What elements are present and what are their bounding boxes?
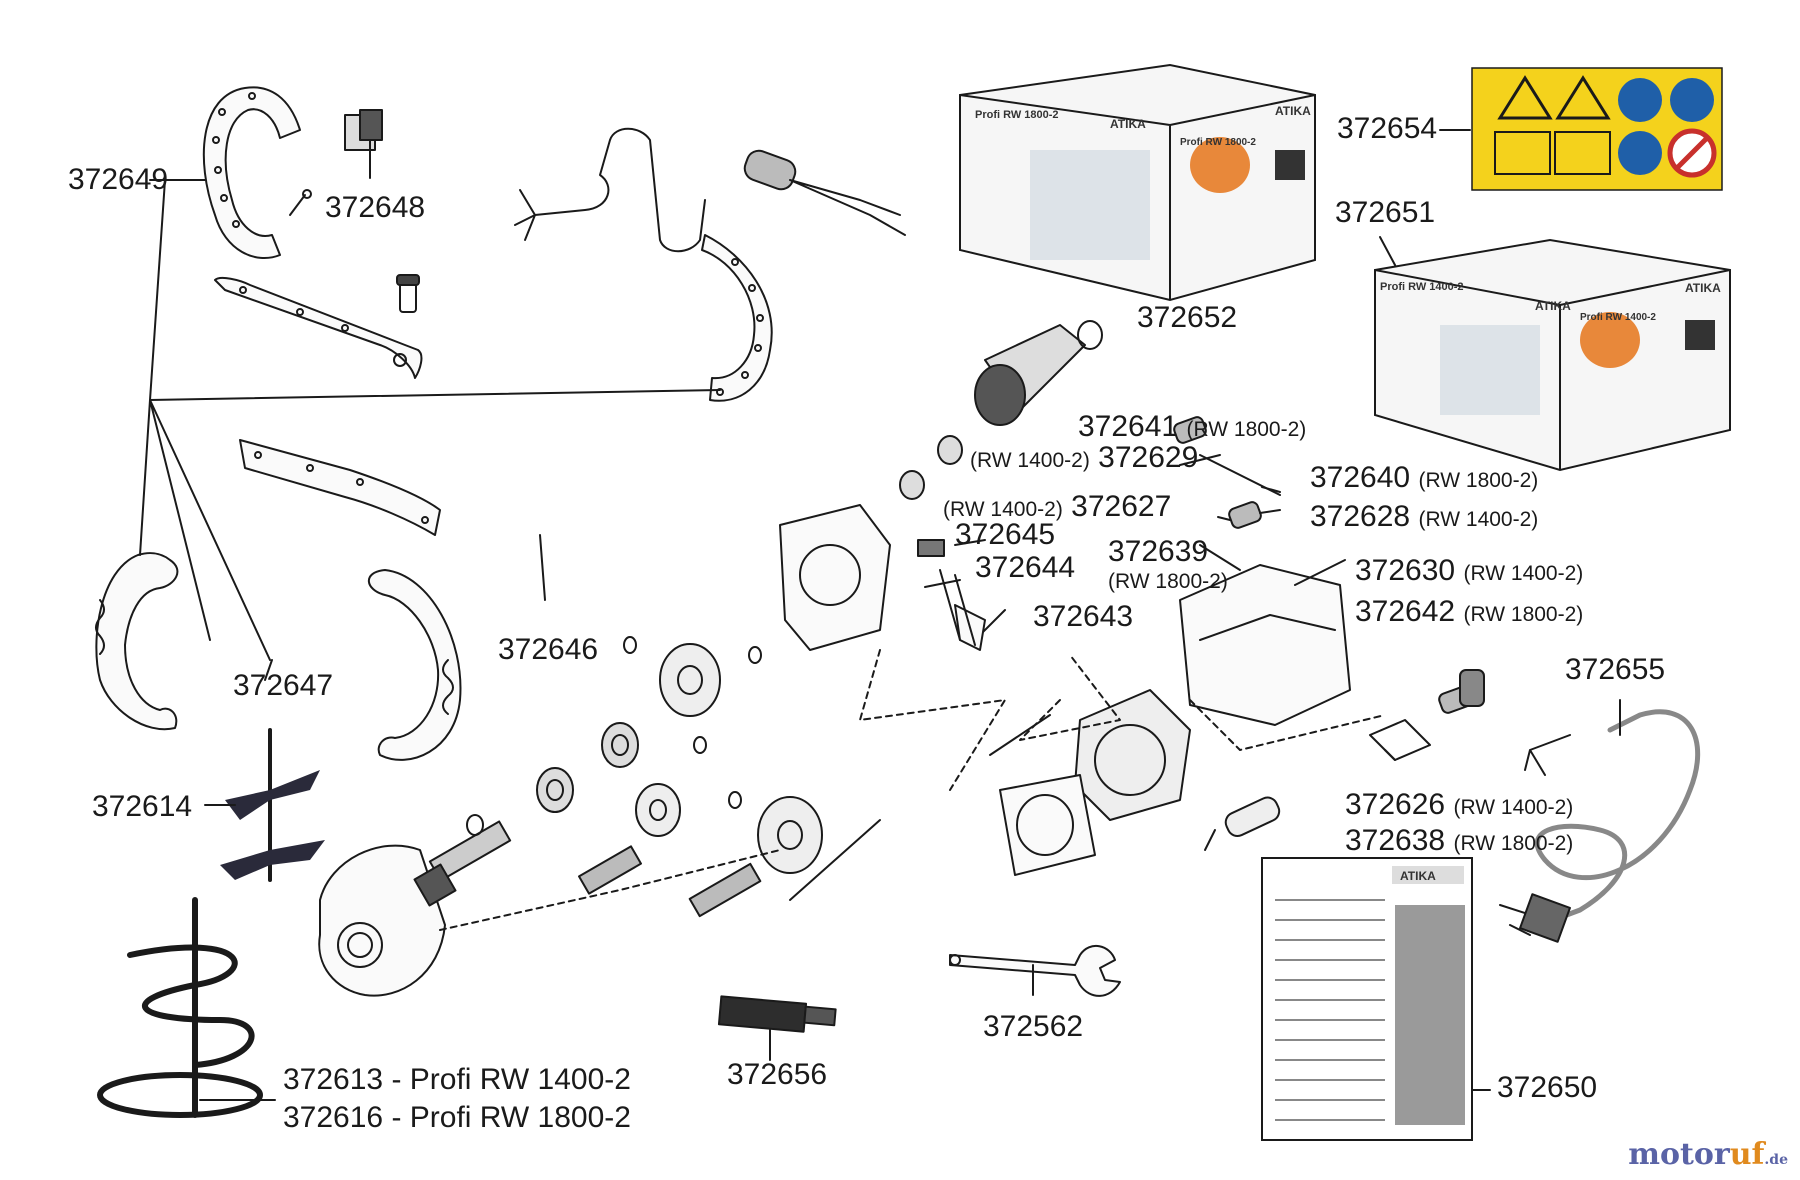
label-372642-variant: (RW 1800-2) (1463, 603, 1584, 626)
watermark-part-2: uf (1729, 1137, 1765, 1172)
watermark-part-1: motor (1628, 1137, 1730, 1172)
mixing-paddle (220, 728, 325, 882)
spanner-wrench (949, 945, 1121, 997)
label-372638-variant: (RW 1800-2) (1453, 832, 1574, 855)
label-372629: (RW 1400-2) 372629 (970, 443, 1198, 473)
gear-housing-cover (318, 844, 446, 997)
label-372562: 372562 (983, 1010, 1084, 1043)
grip-left (95, 552, 179, 731)
screw-small-2 (396, 274, 420, 313)
box-1800-title-side: Profi RW 1800-2 (1180, 137, 1256, 148)
insulation-pad (1369, 719, 1431, 761)
label-372641-variant: (RW 1800-2) (1186, 418, 1307, 441)
label-372650: 372650 (1497, 1071, 1598, 1104)
label-372628-variant: (RW 1400-2) (1418, 508, 1539, 531)
label-372614: 372614 (92, 790, 193, 823)
label-372613: 372613 - Profi RW 1400-2 (283, 1063, 631, 1096)
pinion-shaft (578, 845, 642, 895)
label-372629-number: 372629 (1098, 441, 1199, 474)
safety-label-sticker (1471, 67, 1723, 191)
label-372641: 372641 (RW 1800-2) (1078, 412, 1306, 442)
label-372656: 372656 (727, 1058, 828, 1091)
label-372640: 372640 (RW 1800-2) (1310, 463, 1538, 493)
bearing-ring-1 (536, 767, 574, 813)
handle-half-right (701, 234, 773, 402)
label-372626-number: 372626 (1345, 788, 1446, 821)
motor-housing (1179, 564, 1351, 726)
extension-adapter (717, 995, 837, 1033)
box-1800-brand-side: ATIKA (1275, 104, 1311, 118)
screw-small-1 (289, 189, 312, 216)
label-372638: 372638 (RW 1800-2) (1345, 826, 1573, 856)
box-1400-brand: ATIKA (1535, 299, 1571, 313)
label-372652: 372652 (1137, 301, 1238, 334)
watermark-part-3: .de (1764, 1152, 1788, 1168)
label-372628-number: 372628 (1310, 500, 1411, 533)
label-372643: 372643 (1033, 600, 1134, 633)
operating-manual (1261, 857, 1473, 1141)
spiral-stirrer (97, 897, 263, 1118)
spindle-shaft (413, 820, 512, 907)
gear-large-1 (659, 643, 721, 717)
label-372654: 372654 (1337, 112, 1438, 145)
armature (899, 320, 1103, 500)
box-1800-title: Profi RW 1800-2 (975, 109, 1059, 121)
label-372630-variant: (RW 1400-2) (1463, 562, 1584, 585)
label-372629-variant: (RW 1400-2) (970, 449, 1090, 472)
shaft-key (939, 569, 976, 646)
label-372628: 372628 (RW 1400-2) (1310, 502, 1538, 532)
label-372644: 372644 (975, 551, 1076, 584)
label-372638-number: 372638 (1345, 824, 1446, 857)
label-372627-variant: (RW 1400-2) (943, 498, 1063, 521)
carbon-brushes (1173, 416, 1485, 714)
label-372627-number: 372627 (1071, 490, 1172, 523)
label-372641-number: 372641 (1078, 410, 1179, 443)
power-cord (1499, 709, 1701, 943)
bearing-ring-2 (601, 722, 639, 768)
switch-part (344, 109, 383, 151)
label-372639-variant: (RW 1800-2) (1108, 570, 1228, 593)
box-1400-brand-side: ATIKA (1685, 281, 1721, 295)
label-372649: 372649 (68, 163, 169, 196)
lock-button (917, 539, 945, 557)
gear-small (635, 783, 681, 837)
brush-plate (999, 774, 1096, 876)
stator (1074, 689, 1191, 821)
label-372647: 372647 (233, 669, 334, 702)
handle-crossbar (214, 276, 423, 379)
product-box-rw1800 (959, 63, 1316, 302)
label-372616: 372616 - Profi RW 1800-2 (283, 1101, 631, 1134)
label-372639: 372639 (1108, 535, 1209, 568)
label-372640-number: 372640 (1310, 461, 1411, 494)
label-372648: 372648 (325, 191, 426, 224)
label-372640-variant: (RW 1800-2) (1418, 469, 1539, 492)
product-box-rw1400 (1374, 238, 1731, 472)
label-372646: 372646 (498, 633, 599, 666)
handle-strap (239, 439, 441, 536)
label-372627: (RW 1400-2) 372627 (943, 492, 1171, 522)
handle-cable (514, 127, 906, 253)
manual-brand: ATIKA (1400, 869, 1436, 883)
label-372626: 372626 (RW 1400-2) (1345, 790, 1573, 820)
box-1400-title-side: Profi RW 1400-2 (1580, 312, 1656, 323)
box-1800-brand: ATIKA (1110, 117, 1146, 131)
label-372651: 372651 (1335, 196, 1436, 229)
label-372645: 372645 (955, 518, 1056, 551)
box-1400-title: Profi RW 1400-2 (1380, 281, 1464, 293)
gear-large-2 (757, 796, 823, 874)
label-372630: 372630 (RW 1400-2) (1355, 556, 1583, 586)
intermediate-shaft (688, 862, 762, 918)
label-372630-number: 372630 (1355, 554, 1456, 587)
label-372626-variant: (RW 1400-2) (1453, 796, 1574, 819)
grip-right (367, 569, 462, 761)
gear-cover (779, 504, 891, 651)
handle-half-top-left (202, 86, 301, 260)
small-washers (466, 636, 762, 836)
spacer-sleeve (1224, 796, 1281, 837)
site-watermark: motoruf.de (1628, 1137, 1788, 1172)
label-372655: 372655 (1565, 653, 1666, 686)
label-372642: 372642 (RW 1800-2) (1355, 597, 1583, 627)
label-372642-number: 372642 (1355, 595, 1456, 628)
